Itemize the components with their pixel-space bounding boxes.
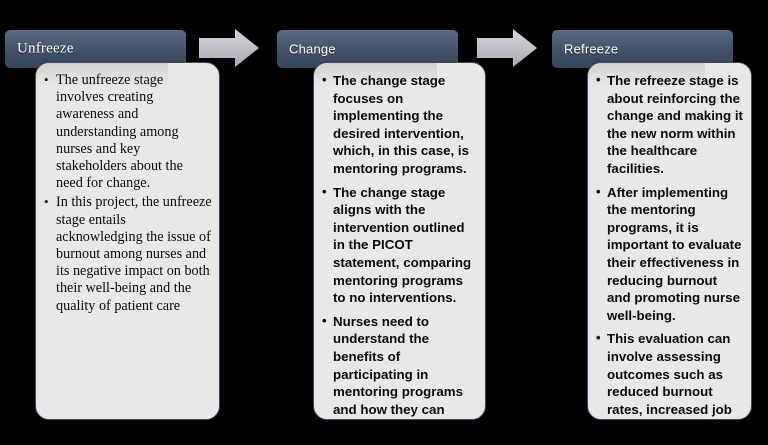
- stage-refreeze-bullet-list: The refreeze stage is about reinforcing …: [588, 63, 751, 419]
- stage-refreeze-body: The refreeze stage is about reinforcing …: [587, 62, 752, 420]
- stage-change-header[interactable]: Change: [277, 30, 458, 68]
- stage-change-body: The change stage focuses on implementing…: [313, 62, 486, 420]
- stage-unfreeze-bullet-list: The unfreeze stage involves creating awa…: [36, 63, 219, 323]
- list-item: This evaluation can involve assessing ou…: [596, 329, 744, 419]
- list-item: The change stage focuses on implementing…: [322, 71, 478, 178]
- list-item: In this project, the unfreeze stage enta…: [44, 193, 212, 314]
- stage-unfreeze-body: The unfreeze stage involves creating awa…: [35, 62, 220, 420]
- arrow-right-icon: [477, 29, 537, 67]
- list-item: The unfreeze stage involves creating awa…: [44, 71, 212, 192]
- stage-unfreeze-header[interactable]: Unfreeze: [5, 30, 186, 68]
- stage-change-title: Change: [289, 41, 336, 57]
- stage-refreeze-title: Refreeze: [564, 41, 619, 57]
- list-item: The change stage aligns with the interve…: [322, 183, 478, 307]
- list-item: The refreeze stage is about reinforcing …: [596, 71, 744, 178]
- stage-refreeze-header[interactable]: Refreeze: [552, 30, 733, 68]
- stage-unfreeze-title: Unfreeze: [17, 40, 74, 57]
- list-item: After implementing the mentoring program…: [596, 183, 744, 325]
- stage-change-bullet-list: The change stage focuses on implementing…: [314, 63, 485, 419]
- arrow-right-icon: [199, 29, 259, 67]
- list-item: Nurses need to understand the benefits o…: [322, 312, 478, 419]
